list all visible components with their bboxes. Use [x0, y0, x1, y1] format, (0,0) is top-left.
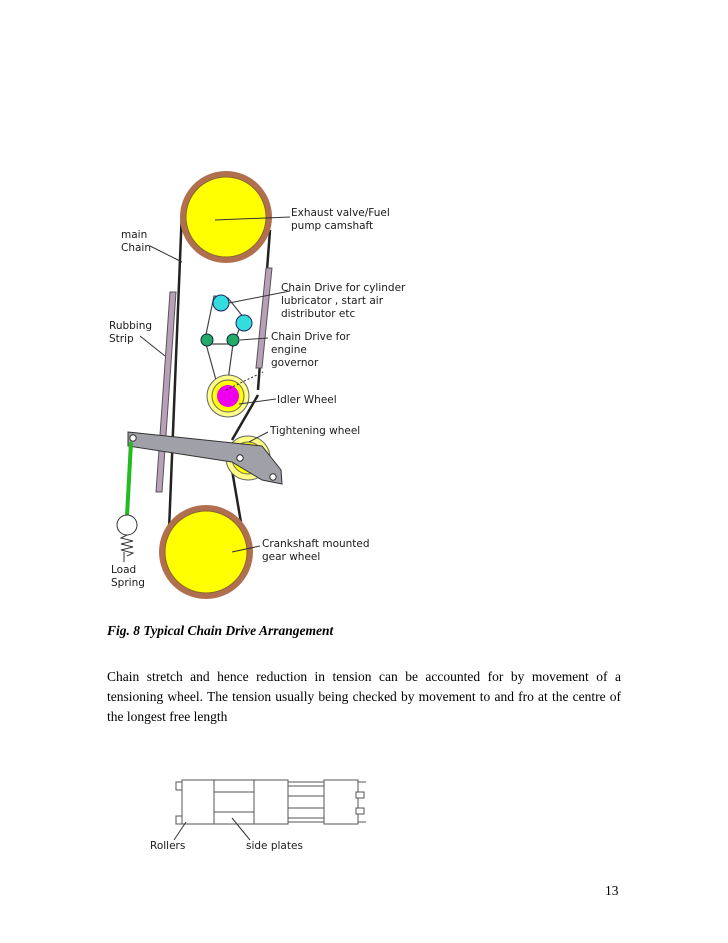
label-load-spring: Load Spring	[111, 564, 145, 589]
label-rollers: Rollers	[150, 840, 185, 852]
label-idler-wheel: Idler Wheel	[277, 394, 337, 406]
small-chain-down-right	[227, 343, 234, 381]
label-rubbing-strip: Rubbing Strip	[109, 320, 155, 345]
governor-sprocket-1	[200, 333, 214, 347]
label-main-chain: main Chain	[121, 229, 151, 254]
label-exhaust: Exhaust valve/Fuel pump camshaft	[291, 207, 393, 232]
leader-rubbing-strip	[139, 335, 166, 357]
arm-pivot-right	[269, 473, 277, 481]
label-governor: Chain Drive for engine governor	[271, 331, 353, 369]
tensioning-arm	[127, 431, 283, 485]
lubricator-sprocket-1	[212, 294, 230, 312]
chain-links-figure	[173, 779, 366, 841]
figure-caption: Fig. 8 Typical Chain Drive Arrangement	[107, 623, 334, 638]
leader-exhaust	[214, 216, 291, 221]
leader-main-chain	[149, 245, 183, 263]
page-number: 13	[605, 883, 619, 898]
load-spring	[119, 534, 135, 557]
leader-lubricator	[228, 290, 291, 304]
label-side-plates: side plates	[246, 840, 303, 852]
arm-pivot-mid	[236, 454, 244, 462]
leader-dotted	[225, 371, 264, 391]
load-rod	[125, 441, 133, 517]
leader-crankshaft	[231, 545, 261, 553]
lubricator-sprocket-2	[235, 314, 253, 332]
small-chain-down-left	[205, 343, 217, 381]
crankshaft-wheel	[164, 510, 248, 594]
load-weight	[116, 514, 138, 536]
label-crankshaft: Crankshaft mounted gear wheel	[262, 538, 373, 563]
leader-idler	[238, 398, 277, 405]
leader-tightening	[248, 431, 269, 443]
rubbing-strip-right	[255, 267, 273, 369]
idler-wheel-hub	[217, 385, 239, 407]
leader-governor	[239, 337, 269, 341]
governor-sprocket-2	[226, 333, 240, 347]
label-tightening-wheel: Tightening wheel	[269, 425, 360, 437]
camshaft-wheel	[185, 176, 267, 258]
label-cylinder-lubricator: Chain Drive for cylinder lubricator , st…	[281, 282, 409, 320]
body-paragraph: Chain stretch and hence reduction in ten…	[107, 669, 621, 724]
arm-pivot-left	[129, 434, 137, 442]
chain-left-side	[166, 209, 184, 556]
